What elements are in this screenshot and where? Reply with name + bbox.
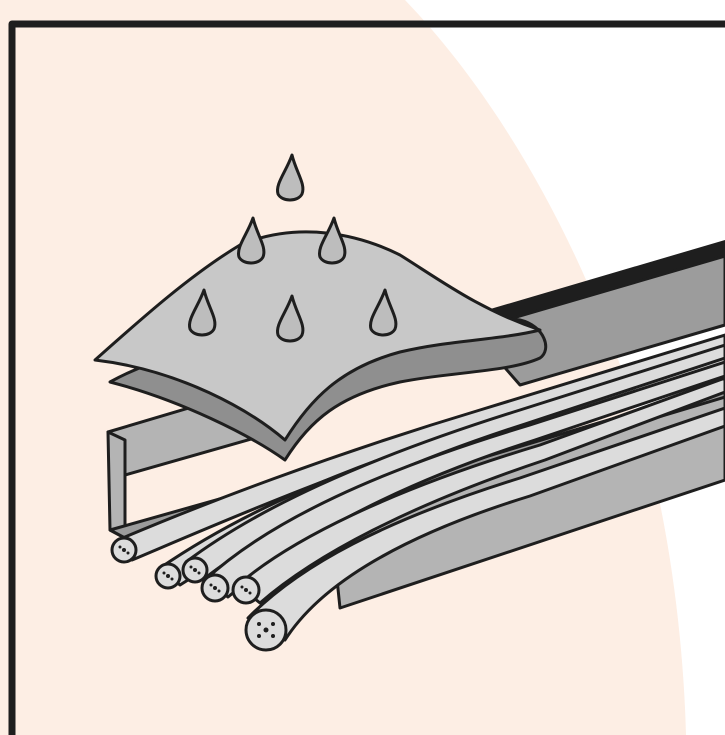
short-tray-side — [108, 432, 125, 538]
